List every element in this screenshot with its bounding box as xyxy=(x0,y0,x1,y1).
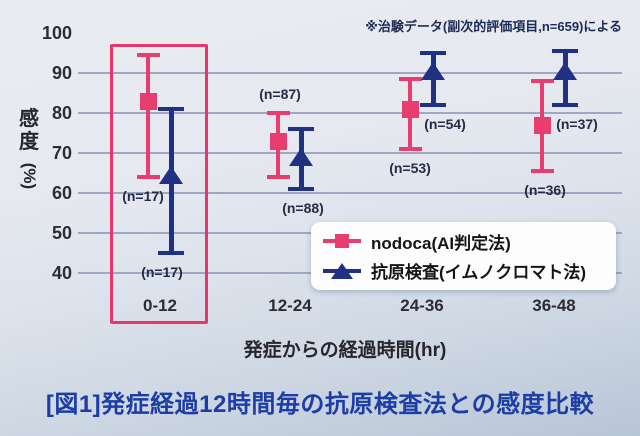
n-count-label: (n=36) xyxy=(524,182,566,198)
x-tick-label: 0-12 xyxy=(142,296,178,315)
errorbar-cap xyxy=(398,147,422,151)
legend-item: 抗原検査(イムノクロマト法) xyxy=(323,258,616,283)
errorbar-cap xyxy=(288,187,314,191)
errorbar-cap xyxy=(136,53,160,57)
n-count-label: (n=37) xyxy=(556,116,598,132)
legend-label: nodoca(AI判定法) xyxy=(371,233,511,253)
errorbar-cap xyxy=(530,169,554,173)
gridline xyxy=(78,192,622,194)
data-source-note: ※治験データ(副次的評価項目,n=659)による xyxy=(365,19,622,34)
errorbar-line xyxy=(146,55,150,177)
legend-box: nodoca(AI判定法) 抗原検査(イムノクロマト法) xyxy=(311,222,616,290)
antigen-point-marker xyxy=(289,148,313,166)
n-count-label: (n=88) xyxy=(282,200,324,216)
errorbar-cap xyxy=(158,107,184,111)
antigen-point-marker xyxy=(553,62,577,80)
antigen-point-marker xyxy=(421,62,445,80)
nodoca-point-marker xyxy=(402,101,419,118)
y-axis-title-char: 度 xyxy=(19,131,39,153)
errorbar-cap xyxy=(530,79,554,83)
x-axis-title: 発症からの経過時間(hr) xyxy=(243,340,447,361)
errorbar-cap xyxy=(552,103,578,107)
figure-caption: [図1]発症経過12時間毎の抗原検査法との感度比較 xyxy=(45,391,595,418)
n-count-label: (n=17) xyxy=(141,264,183,280)
antigen-point-marker xyxy=(159,166,183,184)
errorbar-cap xyxy=(266,175,290,179)
legend-triangle-marker xyxy=(323,262,361,280)
errorbar-cap xyxy=(420,51,446,55)
errorbar-cap xyxy=(136,175,160,179)
errorbar-cap xyxy=(288,127,314,131)
errorbar-cap xyxy=(398,77,422,81)
y-tick-label: 70 xyxy=(51,143,72,163)
y-tick-label: 90 xyxy=(51,63,72,83)
gridline xyxy=(78,112,622,114)
errorbar-cap xyxy=(266,111,290,115)
x-tick-label: 12-24 xyxy=(268,296,312,315)
n-count-label: (n=87) xyxy=(259,86,301,102)
gridline xyxy=(78,72,622,74)
n-count-label: (n=54) xyxy=(424,116,466,132)
y-tick-label: 50 xyxy=(51,223,72,243)
gridline xyxy=(78,152,622,154)
legend-square-marker xyxy=(323,232,361,250)
legend-item: nodoca(AI判定法) xyxy=(323,229,616,254)
x-tick-label: 36-48 xyxy=(532,296,576,315)
y-tick-label: 40 xyxy=(51,263,72,283)
nodoca-point-marker xyxy=(534,117,551,134)
y-axis-title-char: 感 xyxy=(19,108,39,130)
errorbar-cap xyxy=(420,103,446,107)
nodoca-point-marker xyxy=(140,93,157,110)
legend-square-icon xyxy=(335,234,349,249)
n-count-label: (n=17) xyxy=(122,188,164,204)
legend-triangle-icon xyxy=(331,262,353,279)
y-tick-label: 100 xyxy=(41,23,72,43)
y-axis-title: 感度(%) xyxy=(16,108,42,189)
n-count-label: (n=53) xyxy=(389,160,431,176)
highlight-box xyxy=(110,44,208,324)
errorbar-cap xyxy=(158,251,184,255)
nodoca-point-marker xyxy=(270,133,287,150)
errorbar-cap xyxy=(552,49,578,53)
y-tick-label: 80 xyxy=(51,103,72,123)
legend-label: 抗原検査(イムノクロマト法) xyxy=(371,263,586,283)
x-tick-label: 24-36 xyxy=(400,296,444,315)
y-tick-label: 60 xyxy=(51,183,72,203)
